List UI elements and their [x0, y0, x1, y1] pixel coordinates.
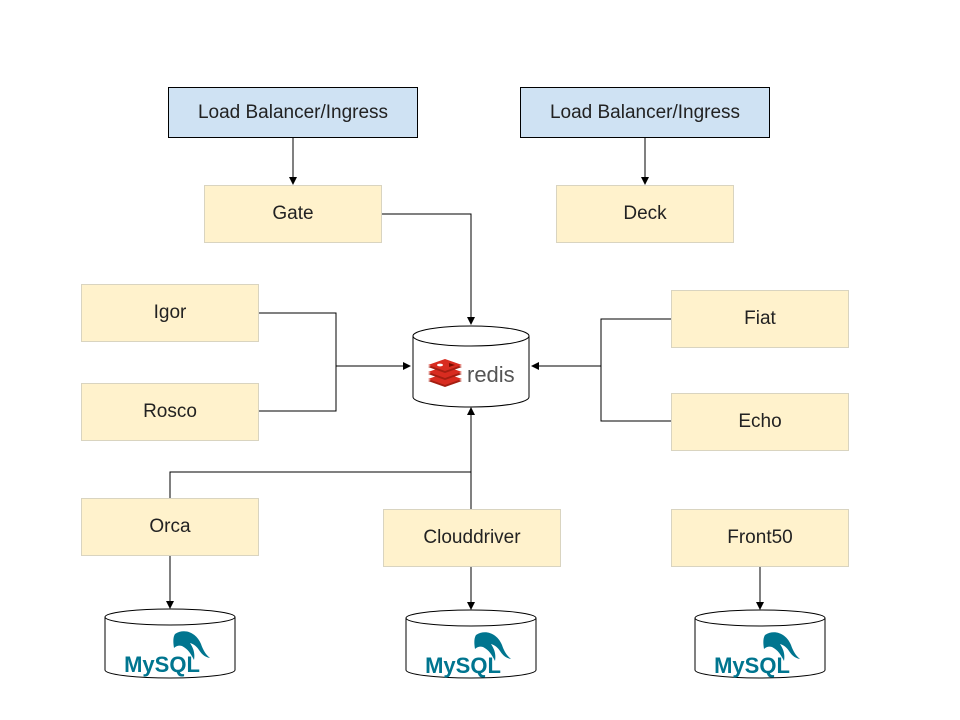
redis-logo-icon: [428, 359, 462, 387]
service-igor: Igor: [81, 284, 259, 342]
edge-igor-redis: [258, 312, 411, 370]
connectors: [166, 137, 764, 610]
redis-datastore: redis: [412, 325, 530, 408]
service-front50: Front50: [671, 509, 849, 567]
edge-orca-redis: [169, 471, 471, 498]
edge-fiat-redis: [531, 318, 671, 370]
mysql-label: MySQL: [425, 653, 501, 678]
mysql-datastore-orca: MySQL: [104, 608, 236, 679]
edge-gate-redis: [382, 213, 475, 325]
service-rosco: Rosco: [81, 383, 259, 441]
edge-echo-join: [600, 366, 671, 422]
mysql-dolphin-icon: [474, 632, 511, 661]
mysql-datastore-clouddriver: MySQL: [405, 609, 537, 679]
service-orca: Orca: [81, 498, 259, 556]
service-deck: Deck: [556, 185, 734, 243]
mysql-dolphin-icon: [173, 631, 210, 660]
load-balancer-1: Load Balancer/Ingress: [168, 87, 418, 138]
edge-rosco-join: [258, 366, 337, 412]
mysql-dolphin-icon: [763, 632, 800, 661]
mysql-datastore-front50: MySQL: [694, 609, 826, 679]
mysql-label: MySQL: [714, 653, 790, 678]
service-gate: Gate: [204, 185, 382, 243]
load-balancer-2: Load Balancer/Ingress: [520, 87, 770, 138]
mysql-label: MySQL: [124, 652, 200, 677]
service-clouddriver: Clouddriver: [383, 509, 561, 567]
redis-label: redis: [467, 362, 515, 387]
service-fiat: Fiat: [671, 290, 849, 348]
service-echo: Echo: [671, 393, 849, 451]
